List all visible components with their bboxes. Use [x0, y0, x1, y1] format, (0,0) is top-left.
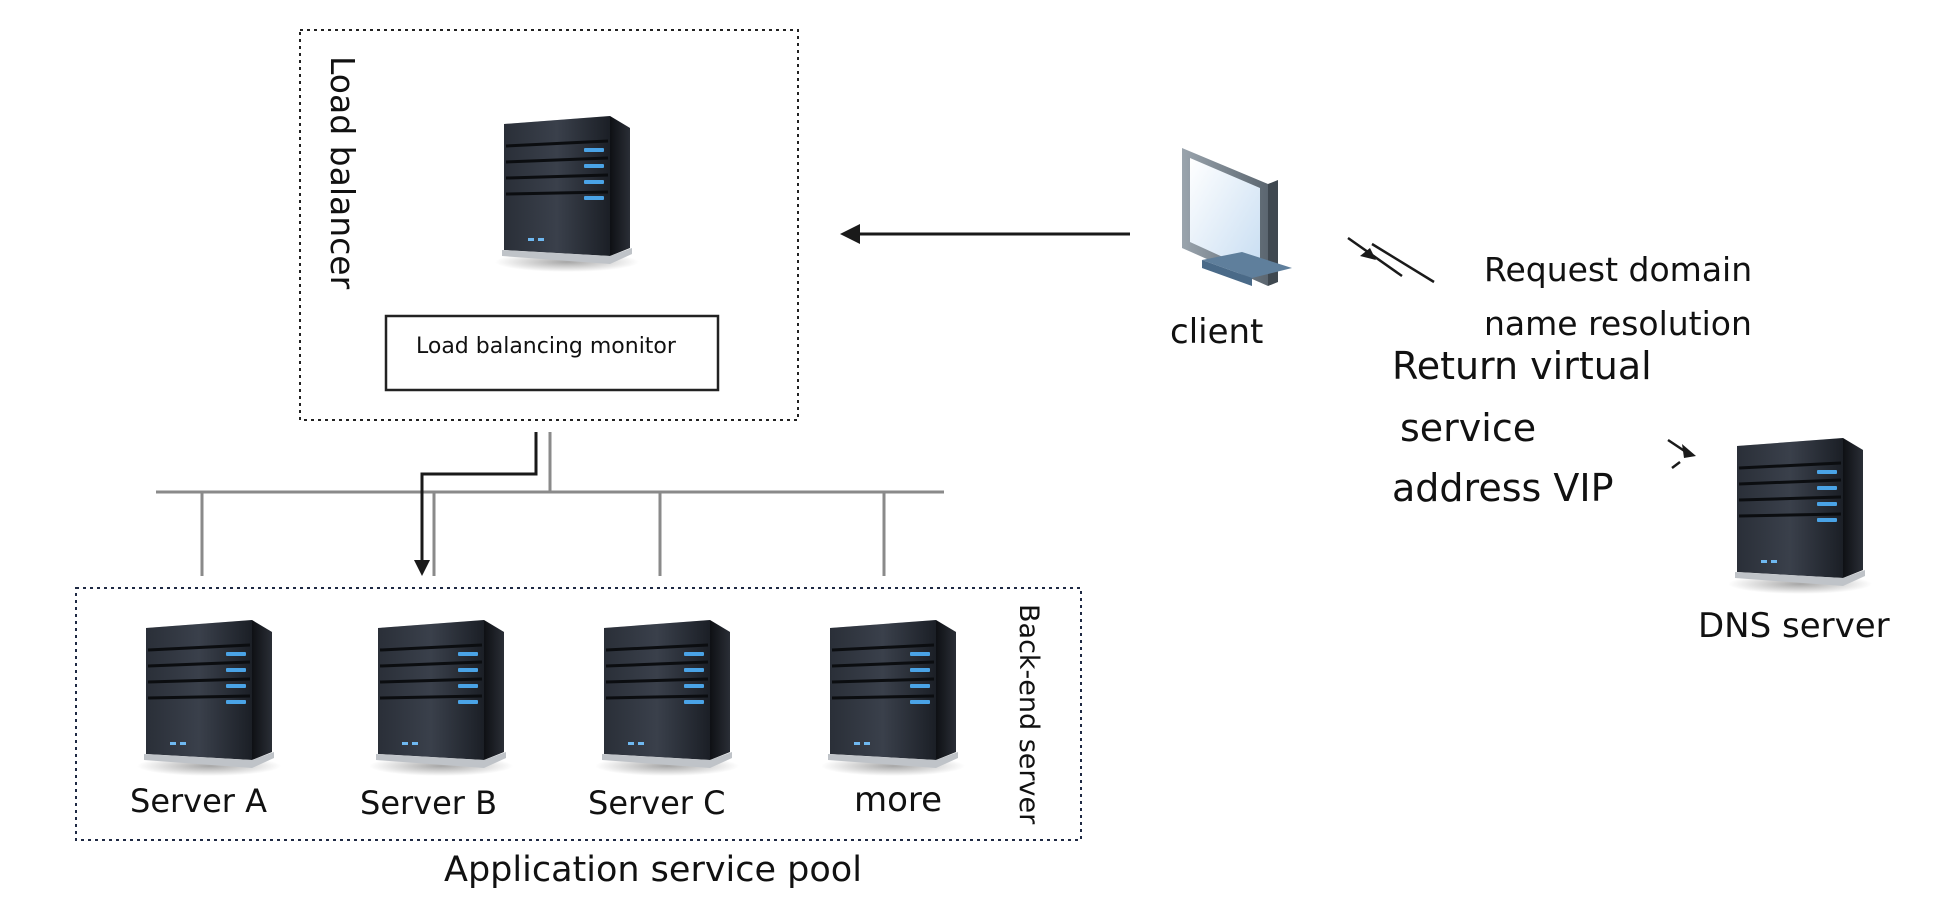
dns-response-arrowhead — [1682, 444, 1696, 458]
return-label-line1: Return virtual — [1392, 344, 1652, 388]
dispatch-arrowhead — [414, 560, 430, 576]
monitor-box — [384, 314, 720, 392]
return-label-line2: service — [1400, 406, 1537, 450]
request-label-line2: name resolution — [1484, 304, 1752, 343]
server-c-icon — [593, 618, 741, 778]
dns-return-arrowhead — [1360, 248, 1376, 260]
dns-server-label: DNS server — [1698, 606, 1890, 646]
client-to-lb-arrowhead — [840, 224, 860, 244]
more-label: more — [854, 780, 943, 820]
dns-server-icon — [1726, 436, 1874, 596]
server-c-label: Server C — [588, 784, 726, 822]
load-balancer-label: Load balancer — [323, 56, 362, 290]
monitor-icon — [1182, 148, 1292, 286]
pool-box — [75, 587, 1082, 841]
return-label-line3: address VIP — [1392, 466, 1614, 510]
more-server-icon — [819, 618, 967, 778]
network-bus — [156, 432, 944, 576]
server-a-icon — [135, 618, 283, 778]
dns-request-arrow — [1347, 236, 1435, 284]
client-label: client — [1170, 312, 1264, 352]
load-balancer-box — [299, 29, 799, 421]
backend-server-label: Back-end server — [1013, 604, 1044, 825]
monitor-label: Load balancing monitor — [416, 334, 676, 359]
server-b-label: Server B — [360, 784, 498, 822]
request-label-line1: Request domain — [1484, 250, 1753, 289]
server-b-icon — [367, 618, 515, 778]
dispatch-arrow — [420, 432, 538, 562]
server-a-label: Server A — [130, 782, 267, 820]
dns-response-arrow — [1667, 438, 1687, 469]
load-balancer-server-icon — [493, 114, 641, 274]
pool-label: Application service pool — [444, 850, 862, 890]
